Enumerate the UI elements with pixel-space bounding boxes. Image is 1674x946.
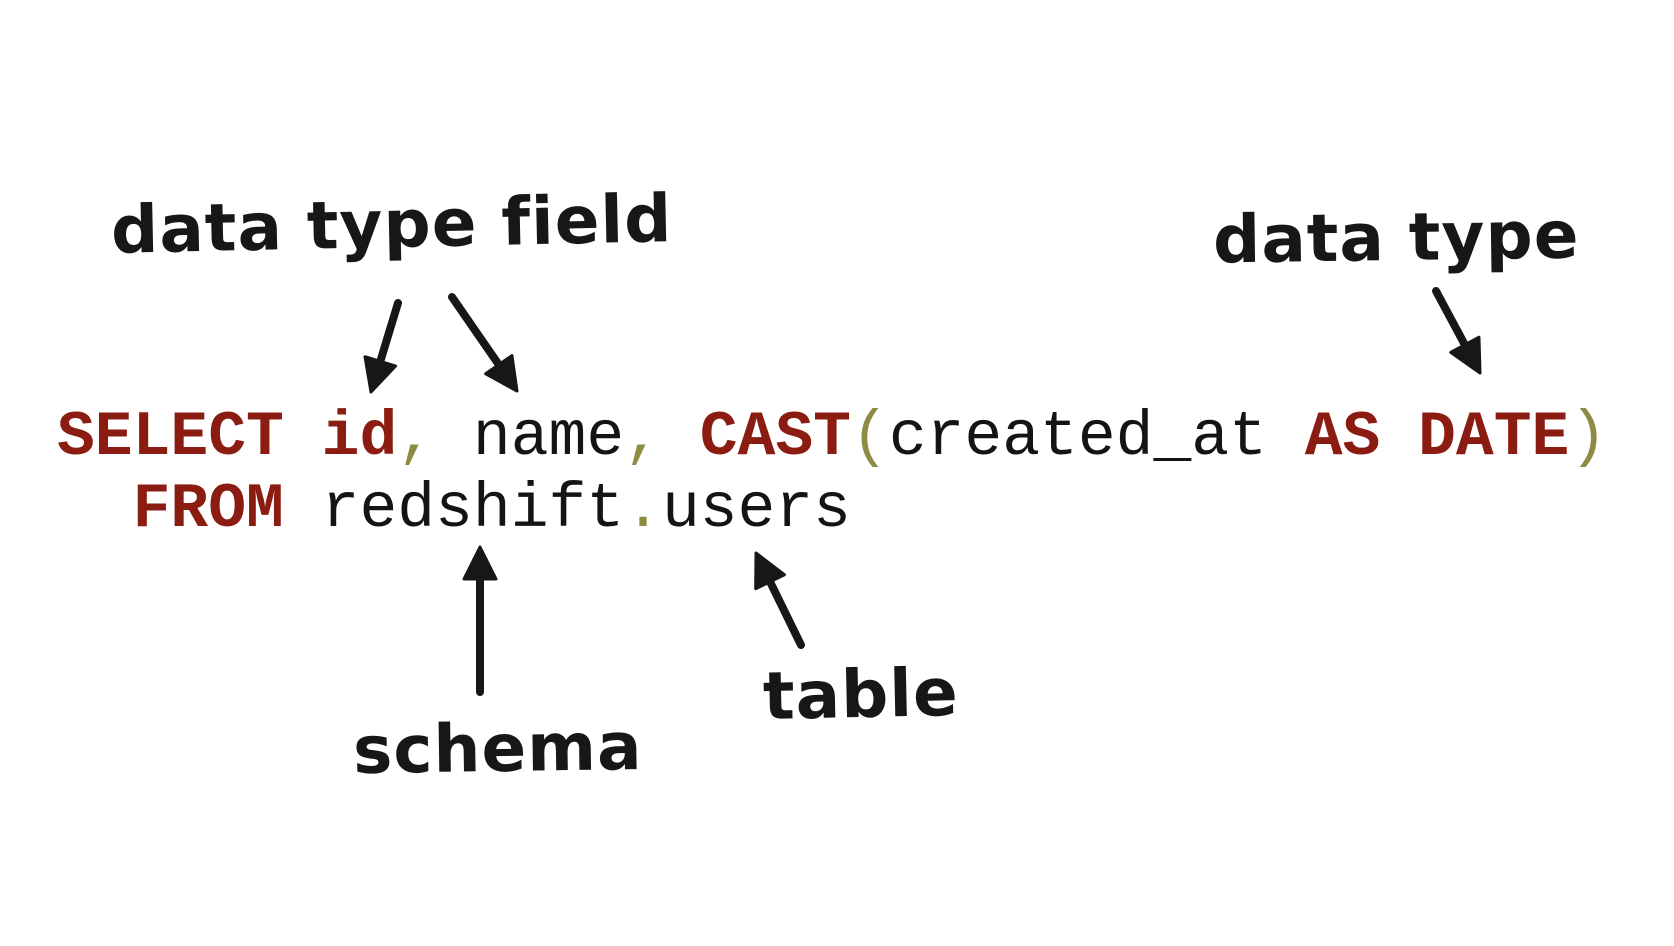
sql-code-block: SELECT id, name, CAST(created_at AS DATE… bbox=[57, 402, 1607, 546]
sql-token-keyword: SELECT bbox=[57, 402, 284, 473]
sql-token-identifier: created_at bbox=[888, 402, 1267, 473]
schema-arrow bbox=[462, 545, 498, 696]
table-arrow bbox=[754, 551, 805, 649]
sql-token-punct: , bbox=[624, 402, 662, 473]
sql-token-plain bbox=[1380, 402, 1418, 473]
sql-token-plain bbox=[1267, 402, 1305, 473]
sql-token-punct: ( bbox=[851, 402, 889, 473]
sql-token-plain bbox=[284, 474, 322, 545]
sql-token-plain bbox=[435, 402, 473, 473]
sql-token-punct: ) bbox=[1569, 402, 1608, 473]
label-schema: schema bbox=[352, 707, 643, 790]
sql-token-punct: . bbox=[624, 474, 662, 545]
sql-token-plain bbox=[284, 402, 322, 473]
data-type-arrow bbox=[1432, 287, 1482, 375]
data-type-field-arrow-left bbox=[363, 299, 402, 394]
sql-token-keyword: id bbox=[321, 402, 398, 473]
sql-token-keyword: AS bbox=[1304, 402, 1381, 473]
sql-token-plain bbox=[57, 474, 133, 545]
data-type-field-arrow-right bbox=[448, 293, 519, 393]
sql-code-line: FROM redshift.users bbox=[57, 474, 1607, 546]
sql-token-keyword: FROM bbox=[132, 474, 284, 545]
sql-token-plain bbox=[662, 402, 700, 473]
label-data-type: data type bbox=[1212, 196, 1580, 279]
sql-token-identifier: redshift bbox=[321, 474, 625, 545]
sql-token-punct: , bbox=[397, 402, 436, 473]
label-table: table bbox=[762, 653, 960, 736]
sql-code-line: SELECT id, name, CAST(created_at AS DATE… bbox=[57, 402, 1607, 474]
sql-token-keyword: DATE bbox=[1418, 402, 1570, 473]
sql-token-identifier: name bbox=[472, 402, 625, 473]
sql-token-keyword: CAST bbox=[699, 402, 851, 473]
sql-token-identifier: users bbox=[661, 474, 851, 545]
label-data-type-field: data type field bbox=[110, 180, 674, 269]
